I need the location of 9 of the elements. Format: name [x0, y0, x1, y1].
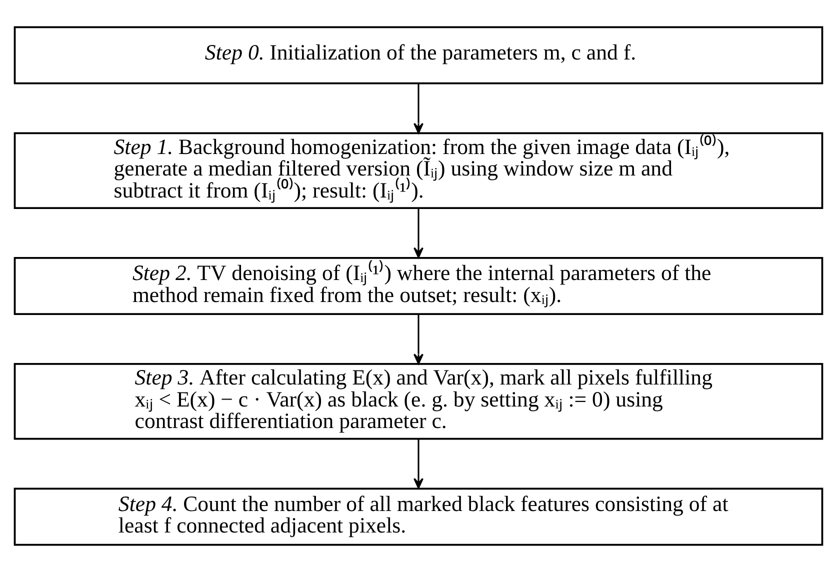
node-box: Step 1. Background homogenization: from the given image data (Iᵢⱼ⁽⁰⁾), generate a median filtered version (Ĩᵢⱼ) using window size m and subtract it from (Iᵢⱼ⁽⁰⁾); result: (Iᵢⱼ⁽¹⁾). [14, 132, 824, 209]
node-box: Step 2. TV denoising of (Iᵢⱼ⁽¹⁾) where the internal parameters of the method remain fixed from the outset; result: (xᵢⱼ). [14, 257, 824, 315]
arrow [414, 439, 424, 489]
arrow [414, 83, 424, 134]
node-box: Step 0. Initialization of the parameters m, c and f. [14, 26, 824, 84]
node-box: Step 4. Count the number of all marked black features consisting of at least f connected adjacent pixels. [14, 488, 824, 546]
arrow [414, 314, 424, 364]
arrow [414, 208, 424, 258]
node-box: Step 3. After calculating E(x) and Var(x), mark all pixels fulfilling xᵢⱼ < E(x) − c · Var(x) as black (e. g. by setting xᵢⱼ := 0) using contrast differentiation parameter c. [14, 363, 824, 440]
